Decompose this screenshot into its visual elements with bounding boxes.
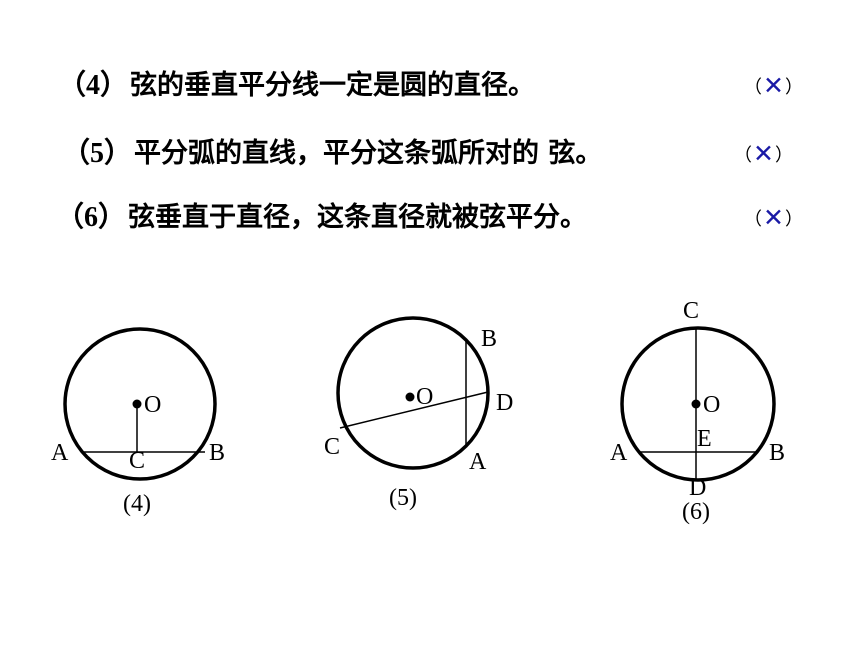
- label-c: C: [324, 434, 340, 460]
- open-paren: （: [744, 209, 762, 229]
- figure-6: C O E A B D (6): [610, 298, 785, 525]
- figure-5: O B D C A (5): [324, 316, 513, 511]
- label-c: C: [683, 298, 699, 324]
- label-o: O: [144, 392, 161, 418]
- figure-caption: (5): [389, 485, 417, 511]
- circle: [63, 327, 217, 481]
- label-b: B: [209, 440, 225, 466]
- label-d: D: [496, 390, 513, 416]
- verdict: （✕）: [744, 202, 803, 235]
- open-paren: （: [744, 77, 762, 97]
- label-d: D: [689, 475, 706, 501]
- circle: [620, 326, 776, 482]
- label-c: C: [129, 448, 145, 474]
- statement-text: 弦垂直于直径，这条直径就被弦平分。: [128, 202, 587, 233]
- figure-caption: (4): [123, 491, 151, 517]
- cross-mark-icon: ✕: [763, 203, 784, 232]
- line-cd: [339, 391, 489, 429]
- open-paren: （: [734, 145, 752, 165]
- cross-mark-icon: ✕: [763, 71, 784, 100]
- label-a: A: [610, 440, 628, 466]
- circle: [336, 316, 490, 470]
- center-dot: [405, 392, 415, 402]
- label-b: B: [769, 440, 785, 466]
- label-o: O: [416, 384, 433, 410]
- close-paren: ）: [784, 209, 803, 229]
- verdict: （✕）: [734, 138, 793, 171]
- close-paren: ）: [784, 77, 803, 97]
- label-o: O: [703, 392, 720, 418]
- statement-text: 平分弧的直线，平分这条弧所对的 弦。: [134, 138, 603, 169]
- statement-text: 弦的垂直平分线一定是圆的直径。: [130, 70, 535, 101]
- figure-caption: (6): [682, 499, 710, 525]
- figure-4: O A B C (4): [51, 327, 225, 517]
- center-dot: [691, 399, 701, 409]
- cross-mark-icon: ✕: [753, 139, 774, 168]
- statement-6: （6） 弦垂直于直径，这条直径就被弦平分。 （✕）: [0, 198, 860, 248]
- statement-number: （5）: [62, 138, 133, 169]
- statement-5: （5） 平分弧的直线，平分这条弧所对的 弦。 （✕）: [0, 134, 860, 184]
- statement-number: （6）: [56, 202, 127, 233]
- label-b: B: [481, 326, 497, 352]
- center-dot: [132, 399, 142, 409]
- statement-number: （4）: [58, 70, 129, 101]
- label-e: E: [697, 426, 712, 452]
- label-a: A: [469, 449, 487, 475]
- verdict: （✕）: [744, 70, 803, 103]
- close-paren: ）: [774, 145, 793, 165]
- statement-4: （4） 弦的垂直平分线一定是圆的直径。 （✕）: [0, 66, 860, 116]
- label-a: A: [51, 440, 69, 466]
